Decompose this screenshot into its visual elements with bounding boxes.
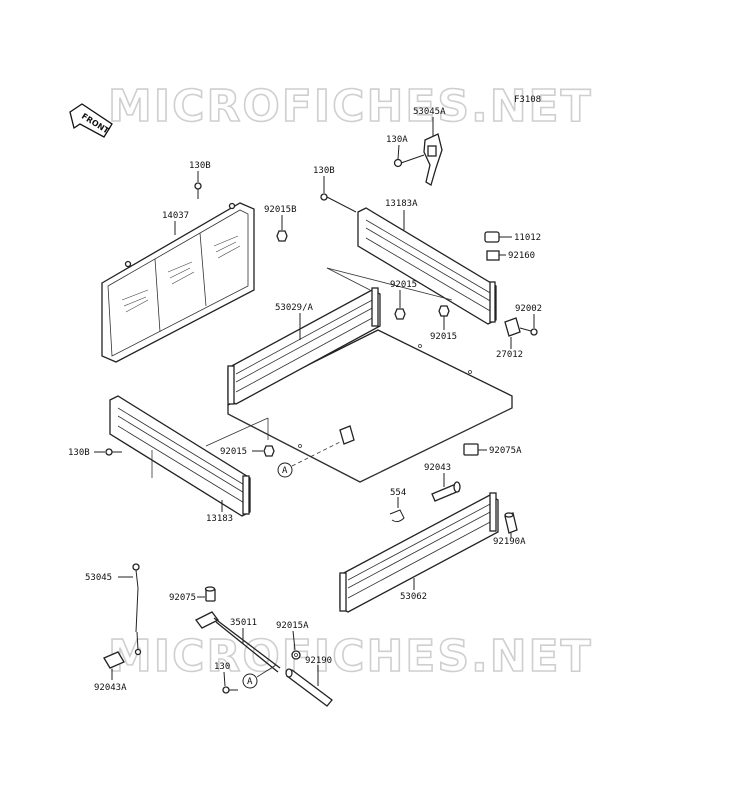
side-panel-13183	[109, 395, 251, 517]
washer-92015A	[291, 650, 301, 660]
callout-92190A: 92190A	[493, 537, 526, 547]
ref-circle-A-upper	[277, 462, 293, 478]
callout-13183: 13183	[206, 514, 233, 524]
bracket-27012	[504, 317, 521, 337]
figure-code: F3108	[514, 95, 541, 105]
callout-92043A: 92043A	[94, 683, 127, 693]
callout-53062: 53062	[400, 592, 427, 602]
side-panel-13183A	[357, 207, 497, 325]
cushion-92160	[486, 250, 500, 261]
callout-92160: 92160	[508, 251, 535, 261]
pin-92043	[431, 481, 461, 502]
callout-11012: 11012	[514, 233, 541, 243]
pin-92190A	[504, 512, 518, 534]
block-92043A	[103, 651, 125, 669]
callout-130B-left: 130B	[189, 161, 211, 171]
bolt-130B-lower	[105, 448, 122, 456]
callout-53045: 53045	[85, 573, 112, 583]
clip-554	[389, 509, 405, 523]
callout-13183A: 13183A	[385, 199, 418, 209]
bolt-92002	[519, 327, 538, 336]
latch-53045A	[423, 133, 443, 186]
lever-35011	[195, 611, 281, 673]
callout-130B-mid: 130B	[313, 166, 335, 176]
callout-554: 554	[390, 488, 406, 498]
nut-92015B	[276, 230, 288, 242]
ref-A-upper: A	[282, 466, 288, 476]
bolt-130B-left	[194, 182, 202, 199]
callout-92015-b: 92015	[430, 332, 457, 342]
ref-circle-A-lower	[242, 673, 258, 689]
tailgate-53062	[339, 492, 499, 613]
front-arrow-icon: FRONT	[69, 103, 113, 138]
callout-92190: 92190	[305, 656, 332, 666]
callout-130A: 130A	[386, 135, 408, 145]
callout-35011: 35011	[230, 618, 257, 628]
carrier-floor-53029A	[227, 329, 513, 483]
nut-92015-b	[438, 305, 450, 317]
cap-11012	[484, 231, 500, 243]
callout-92015-c: 92015	[220, 447, 247, 457]
callout-92015-a: 92015	[390, 280, 417, 290]
callout-27012: 27012	[496, 350, 523, 360]
callout-14037: 14037	[162, 211, 189, 221]
watermark-bottom: MICROFICHES.NET	[108, 631, 593, 682]
spacer-92075	[204, 586, 216, 602]
pipe-92190	[285, 668, 333, 707]
nut-92015-c	[263, 445, 275, 457]
callout-53029A: 53029/A	[275, 303, 314, 313]
callout-53045A: 53045A	[413, 107, 446, 117]
callout-130B-lower: 130B	[68, 448, 90, 458]
bolt-130	[222, 686, 238, 694]
ref-A-lower: A	[247, 677, 253, 687]
mesh-panel-14037	[101, 202, 255, 363]
callout-92043: 92043	[424, 463, 451, 473]
callout-92075A: 92075A	[489, 446, 522, 456]
callout-92075: 92075	[169, 593, 196, 603]
bolt-130A	[393, 154, 425, 168]
nut-92015-a	[394, 308, 406, 320]
front-panel-53029A	[227, 287, 381, 405]
bolt-130B-mid	[320, 193, 357, 213]
cable-53045	[132, 563, 142, 656]
callout-92002: 92002	[515, 304, 542, 314]
callout-92015A: 92015A	[276, 621, 309, 631]
block-92075A	[463, 443, 479, 456]
callout-130: 130	[214, 662, 230, 672]
watermark-top: MICROFICHES.NET	[108, 81, 593, 132]
callout-92015B: 92015B	[264, 205, 297, 215]
